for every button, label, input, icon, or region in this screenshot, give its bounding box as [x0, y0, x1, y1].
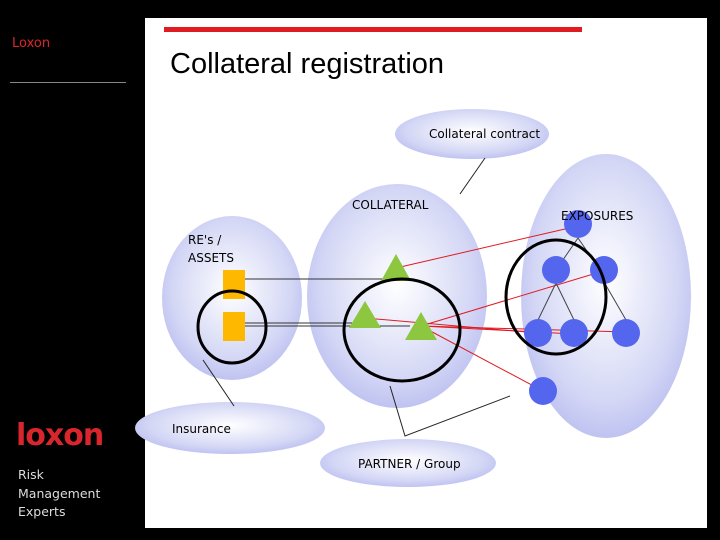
collateral-triangle [381, 254, 411, 281]
collateral-contract-ellipse [395, 109, 549, 159]
insurance-label: Insurance [172, 422, 231, 436]
tree-line [603, 281, 627, 321]
collateral-triangle [349, 301, 381, 328]
tree-line [555, 282, 575, 321]
link-line [395, 225, 579, 269]
exposures-label: EXPOSURES [561, 209, 633, 223]
slide-title: Collateral registration [170, 48, 445, 80]
partner-group-ellipse [320, 439, 496, 487]
collateral-ellipse [307, 184, 487, 408]
contract-connector [459, 157, 486, 195]
exposure-circle [542, 256, 570, 284]
loxon-logo: loxon [16, 418, 104, 453]
asset-square [223, 312, 245, 341]
exposure-circle [529, 377, 557, 405]
exposure-circle [564, 210, 592, 238]
partner-group-label: PARTNER / Group [358, 457, 461, 471]
collateral-label: COLLATERAL [352, 198, 429, 212]
link-line [420, 325, 544, 392]
collateral-triangle [405, 312, 437, 340]
link-line [420, 271, 601, 327]
tagline-line-3: Experts [18, 504, 66, 519]
collateral-contract-label: Collateral contract [429, 127, 540, 141]
exposure-circle [524, 319, 552, 347]
tagline-line-1: Risk [18, 467, 44, 482]
asset-group-ring [196, 289, 268, 365]
insurance-ellipse [135, 402, 325, 454]
partner-connector [389, 385, 511, 437]
exposure-circle [612, 319, 640, 347]
exposure-group-ring [504, 238, 608, 356]
brand-name-small: Loxon [12, 36, 51, 51]
exposure-circle [560, 319, 588, 347]
title-accent-bar [164, 27, 582, 32]
collateral-group-ring [342, 277, 462, 383]
tagline-line-2: Management [18, 485, 101, 501]
assets-label-line-1: RE's / [188, 233, 222, 247]
tree-line [537, 282, 557, 321]
link-line [420, 325, 627, 333]
insurance-connector [202, 359, 235, 407]
sidebar-divider [10, 82, 126, 83]
assets-label-line-2: ASSETS [188, 251, 234, 265]
tagline: Risk Management Experts [18, 466, 100, 522]
asset-square [223, 270, 245, 299]
